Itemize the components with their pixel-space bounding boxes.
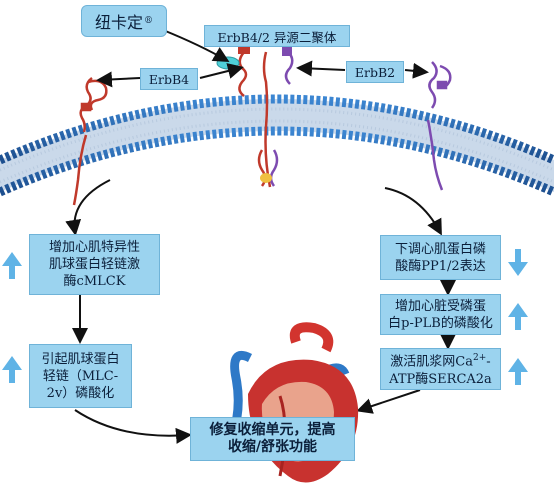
erbb2-receptor (426, 61, 452, 191)
erbb2-label: ErbB2 (346, 61, 404, 83)
cmlck-box: 增加心肌特异性 肌球蛋白轻链激 酶cMLCK (29, 234, 160, 295)
connector-arrows (65, 29, 456, 444)
drug-label: 纽卡定® (81, 5, 167, 37)
erbb4-label: ErbB4 (140, 68, 198, 90)
mlc2v-text: 引起肌球蛋白 轻链（MLC- 2v）磷酸化 (41, 351, 120, 401)
ppl-text: 增加心脏受磷蛋 白p-PLB的磷酸化 (388, 298, 493, 331)
outcome-box: 修复收缩单元，提高 收缩/舒张功能 (190, 417, 355, 461)
pp12-text: 下调心肌蛋白磷 酸酶PP1/2表达 (394, 241, 486, 274)
drug-name: 纽卡定 (94, 13, 143, 32)
serca2a-text-post: - ATP酶SERCA2a (389, 354, 492, 387)
pp12-box: 下调心肌蛋白磷 酸酶PP1/2表达 (380, 235, 501, 280)
registered-mark: ® (144, 16, 153, 26)
serca2a-text: 激活肌浆网Ca2+- ATP酶SERCA2a (389, 350, 492, 387)
erbb4-2-dimer (238, 44, 294, 188)
ppl-box: 增加心脏受磷蛋 白p-PLB的磷酸化 (380, 294, 501, 335)
erbb2-label-text: ErbB2 (354, 64, 396, 80)
cell-membrane (0, 94, 554, 197)
dimer-label: ErbB4/2 异源二聚体 (204, 25, 350, 47)
erbb4-label-text: ErbB4 (148, 71, 190, 87)
mlc2v-box: 引起肌球蛋白 轻链（MLC- 2v）磷酸化 (29, 344, 132, 408)
cmlck-text: 增加心肌特异性 肌球蛋白轻链激 酶cMLCK (48, 240, 140, 289)
serca2a-text-sup: 2+ (473, 353, 487, 364)
serca2a-box: 激活肌浆网Ca2+- ATP酶SERCA2a (380, 348, 501, 390)
outcome-text: 修复收缩单元，提高 收缩/舒张功能 (209, 422, 336, 455)
dimer-label-text: ErbB4/2 异源二聚体 (217, 29, 337, 45)
neuregulin-ligand (216, 56, 240, 70)
serca2a-text-pre: 激活肌浆网Ca (390, 354, 473, 370)
